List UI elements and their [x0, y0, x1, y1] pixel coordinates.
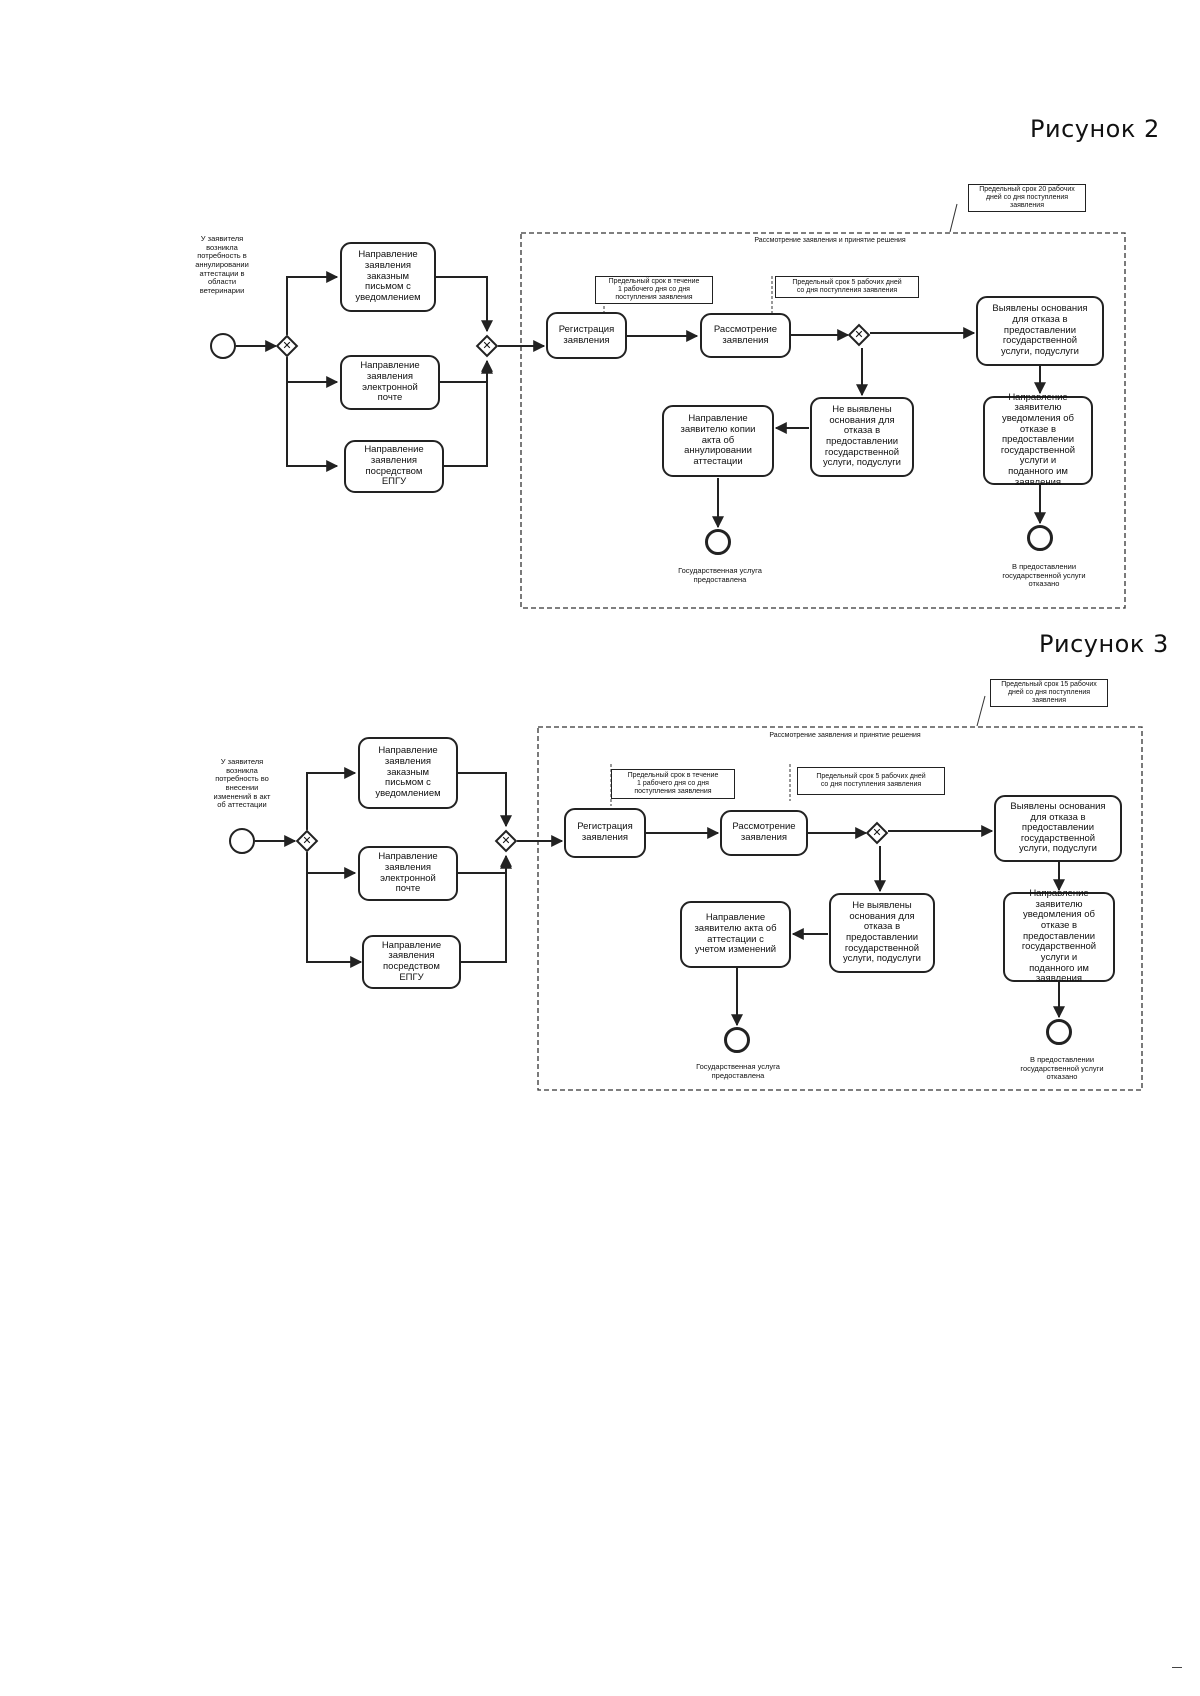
- review-box: Рассмотрение заявления: [720, 810, 808, 856]
- flow: [440, 359, 493, 383]
- channel-epgu-box: Направление заявления посредством ЕПГУ: [344, 440, 444, 493]
- end-success-event: [724, 1027, 750, 1053]
- review-box: Рассмотрение заявления: [700, 313, 791, 358]
- no-grounds-box: Не выявлены основания для отказа в предо…: [810, 397, 914, 477]
- flow: [461, 856, 512, 963]
- pool-title: Рассмотрение заявления и принятие решени…: [754, 237, 906, 244]
- x-icon: ✕: [282, 339, 292, 352]
- end-success-label: Государственная услуга предоставлена: [678, 566, 762, 584]
- flow: [458, 854, 512, 874]
- no-grounds-box: Не выявлены основания для отказа в предо…: [829, 893, 935, 973]
- figure-2-connectors: [236, 203, 1126, 609]
- flow: [306, 767, 357, 830]
- pool-title: Рассмотрение заявления и принятие решени…: [769, 732, 921, 739]
- result-action-box: Направление заявителю копии акта об анну…: [662, 405, 774, 477]
- refusal-notice-box: Направление заявителю уведомления об отк…: [983, 392, 1093, 488]
- flow: [436, 276, 493, 333]
- registration-deadline-note: Предельный срок в течение 1 рабочего дня…: [611, 769, 735, 799]
- grounds-found-box: Выявлены основания для отказа в предоста…: [976, 296, 1104, 366]
- x-icon: ✕: [501, 834, 511, 847]
- flow: [458, 772, 512, 828]
- grounds-found-box: Выявлены основания для отказа в предоста…: [994, 795, 1122, 862]
- figure-3-diagram: У заявителя возникла потребность во внес…: [0, 678, 1200, 1118]
- x-icon: ✕: [302, 834, 312, 847]
- flow: [286, 357, 339, 472]
- registration-box: Регистрация заявления: [546, 312, 627, 359]
- end-refusal-event: [1046, 1019, 1072, 1045]
- end-refusal-label: В предоставлении государственной услуги …: [1002, 562, 1086, 589]
- channel-email-box: Направление заявления электронной почте: [340, 355, 440, 410]
- x-icon: ✕: [482, 339, 492, 352]
- registration-deadline-note: Предельный срок в течение 1 рабочего дня…: [595, 276, 713, 304]
- flow: [286, 357, 339, 388]
- note-connector: [949, 203, 958, 233]
- end-success-event: [705, 529, 731, 555]
- figure-2-diagram: У заявителя возникла потребность в аннул…: [0, 180, 1200, 620]
- flow: [286, 271, 339, 335]
- overall-deadline-note: Предельный срок 15 рабочих дней со дня п…: [990, 679, 1108, 707]
- figure-3-title: Рисунок 3: [1039, 630, 1169, 658]
- flow: [306, 852, 363, 968]
- figure-3-connectors: [255, 695, 1143, 1091]
- channel-mail-box: Направление заявления заказным письмом с…: [358, 737, 458, 809]
- channel-mail-box: Направление заявления заказным письмом с…: [340, 242, 436, 312]
- registration-box: Регистрация заявления: [564, 808, 646, 858]
- channel-epgu-box: Направление заявления посредством ЕПГУ: [362, 935, 461, 989]
- pool-border: [537, 726, 1143, 1091]
- x-icon: ✕: [854, 328, 864, 341]
- end-refusal-event: [1027, 525, 1053, 551]
- note-connector: [976, 695, 986, 727]
- refusal-notice-box: Направление заявителю уведомления об отк…: [1003, 888, 1115, 984]
- review-deadline-note: Предельный срок 5 рабочих дней со дня по…: [775, 276, 919, 298]
- review-deadline-note: Предельный срок 5 рабочих дней со дня по…: [797, 767, 945, 795]
- start-event-label: У заявителя возникла потребность во внес…: [213, 757, 271, 810]
- pool-border: [520, 232, 1126, 609]
- start-event: [210, 333, 236, 359]
- start-event: [229, 828, 255, 854]
- x-icon: ✕: [872, 826, 882, 839]
- overall-deadline-note: Предельный срок 20 рабочих дней со дня п…: [968, 184, 1086, 212]
- channel-email-box: Направление заявления электронной почте: [358, 846, 458, 901]
- end-success-label: Государственная услуга предоставлена: [696, 1062, 780, 1080]
- flow: [306, 852, 357, 879]
- figure-2-title: Рисунок 2: [1030, 115, 1160, 143]
- result-action-box: Направление заявителю акта об аттестации…: [680, 901, 791, 968]
- end-refusal-label: В предоставлении государственной услуги …: [1020, 1055, 1104, 1082]
- start-event-label: У заявителя возникла потребность в аннул…: [195, 234, 249, 295]
- page-edge-mark: [1172, 1667, 1182, 1668]
- flow: [444, 361, 493, 467]
